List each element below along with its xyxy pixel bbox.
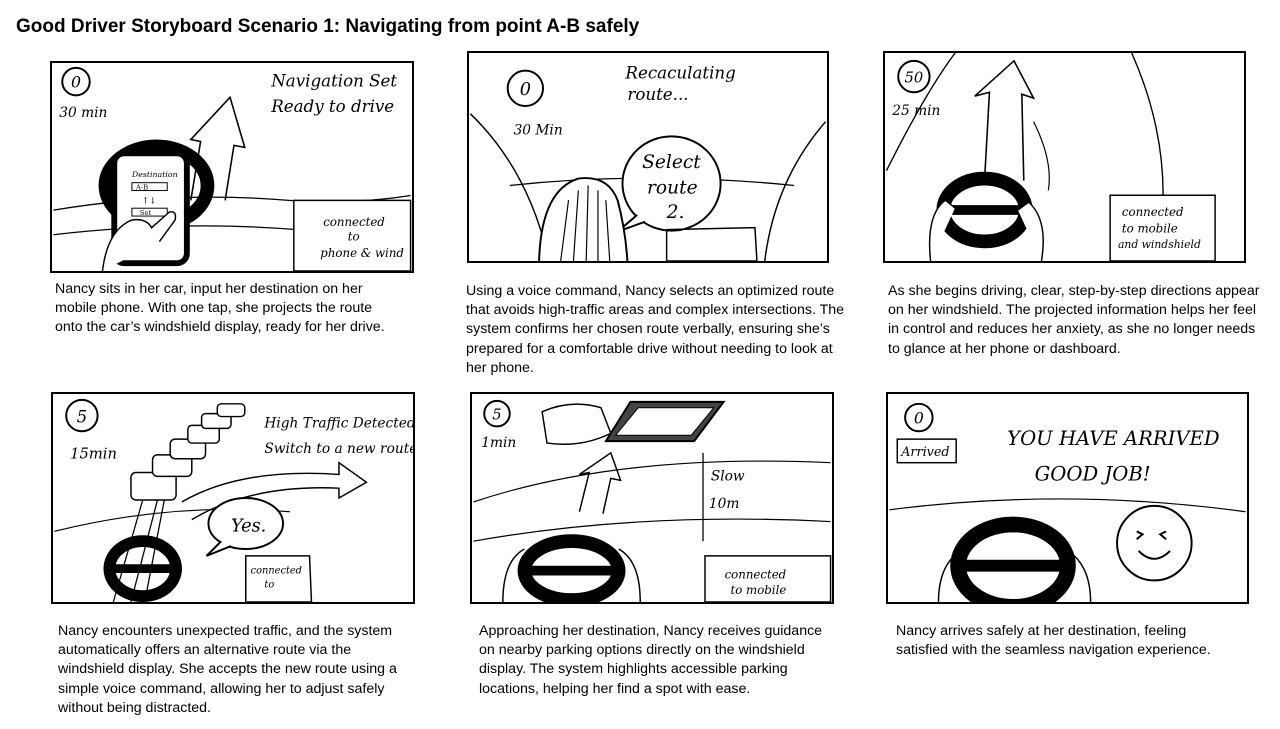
time-label: 1min — [481, 435, 516, 451]
panel-1-caption: Nancy sits in her car, input her destina… — [55, 281, 385, 336]
phone-set-button: Set — [140, 209, 152, 217]
panel-4-caption: Nancy encounters unexpected traffic, and… — [58, 623, 397, 716]
storyboard-panel-3: 50 25 min connected to mobile and windsh… — [883, 51, 1246, 263]
badge-number: 5 — [77, 407, 88, 426]
connection-status-box — [704, 555, 832, 602]
panel-6-caption: Nancy arrives safely at her destination,… — [896, 623, 1211, 659]
badge-circle — [65, 398, 99, 433]
panel-4-sketch: 5 15min High Traffic Detected Switch to … — [54, 398, 413, 602]
hud-note-line-2: GOOD JOB! — [1035, 462, 1151, 485]
route-arrow-icon — [974, 59, 1036, 181]
route-arrow-icon — [578, 451, 622, 514]
connection-status-box — [293, 199, 412, 271]
hud-note-line-1: High Traffic Detected — [263, 415, 413, 431]
phone-route-text: A-B — [135, 184, 148, 192]
time-label: Arrived — [900, 445, 949, 460]
badge-circle — [61, 66, 91, 97]
panel-2-sketch: 0 30 Min Recaculating route... Select ro… — [469, 64, 827, 261]
panel-5-sketch: 5 1min Slow 10m connected to mobile — [473, 399, 832, 602]
car-icon — [216, 403, 246, 418]
steering-wheel-icon — [103, 535, 182, 602]
phone-destination-label: Destination — [131, 170, 178, 179]
time-label: 25 min — [891, 103, 940, 119]
right-hand-icon — [1067, 550, 1092, 602]
panel-5-caption: Approaching her destination, Nancy recei… — [479, 623, 823, 697]
traffic-cars — [130, 403, 246, 501]
speed-sign-line-1: Slow — [711, 468, 745, 484]
connection-note-line-1: connected — [725, 567, 787, 581]
hud-note-line-1: YOU HAVE ARRIVED — [1007, 427, 1220, 450]
time-label: 15min — [70, 446, 117, 463]
smiley-face-icon — [1116, 504, 1193, 582]
driver-head-icon — [538, 177, 629, 261]
hud-note-line-1: Recaculating — [624, 64, 735, 83]
steering-wheel-icon — [950, 516, 1076, 602]
speed-sign-line-2: 10m — [709, 496, 739, 512]
time-label: 30 Min — [514, 122, 563, 138]
storyboard-panel-2: 0 30 Min Recaculating route... Select ro… — [467, 51, 829, 263]
phone-swap-icon: ↑↓ — [142, 196, 157, 206]
connection-note-line-3: phone & wind — [320, 246, 404, 260]
steering-wheel-icon — [517, 534, 626, 602]
connection-note-line-3: and windshield — [1118, 238, 1201, 251]
right-hand-icon — [1017, 201, 1044, 261]
speech-bubble — [621, 135, 722, 232]
hud-note-line-2: Switch to a new route ? — [264, 441, 413, 457]
connection-note-line-2: to — [348, 230, 360, 244]
storyboard-panel-5: 5 1min Slow 10m connected to mobile — [470, 392, 834, 604]
storyboard-panel-1: 0 30 min Navigation Set Ready to drive D… — [50, 61, 414, 273]
badge-circle — [897, 59, 931, 94]
panel-3-caption: As she begins driving, clear, step-by-st… — [888, 283, 1260, 357]
speech-line-2: route — [647, 177, 698, 198]
panel-2-caption: Using a voice command, Nancy selects an … — [466, 283, 845, 376]
connection-note-line-2: to mobile — [730, 583, 786, 597]
hud-note-line-2: Ready to drive — [270, 97, 394, 116]
connection-note-line-2: to mobile — [1122, 222, 1178, 236]
route-arrow-icon — [189, 95, 246, 201]
storyboard-panel-6: 0 Arrived YOU HAVE ARRIVED GOOD JOB! — [886, 392, 1249, 604]
connection-status-box — [1109, 194, 1216, 261]
badge-number: 5 — [492, 407, 501, 424]
connection-note-line-2: to — [264, 579, 274, 590]
arrived-label-box — [896, 438, 957, 464]
connection-note-line-1: connected — [251, 566, 302, 577]
speech-text: Yes. — [231, 516, 266, 536]
hand-icon — [101, 211, 177, 271]
left-hand-icon — [928, 199, 956, 261]
panel-1-sketch: 0 30 min Navigation Set Ready to drive D… — [53, 66, 412, 271]
badge-number: 50 — [905, 69, 924, 86]
badge-number: 0 — [71, 73, 81, 92]
hud-note-line-1: Navigation Set — [270, 72, 397, 91]
badge-number: 0 — [520, 80, 531, 100]
storyboard-title: Good Driver Storyboard Scenario 1: Navig… — [16, 16, 640, 37]
connection-note-line-1: connected — [1122, 205, 1184, 219]
left-hand-icon — [502, 548, 525, 602]
badge-circle — [483, 399, 511, 428]
connection-status-box — [245, 555, 313, 602]
panel-6-sketch: 0 Arrived YOU HAVE ARRIVED GOOD JOB! — [889, 402, 1246, 602]
dashboard-screen — [665, 226, 758, 261]
hud-note-line-2: route... — [627, 85, 688, 104]
panel-3-sketch: 50 25 min connected to mobile and windsh… — [885, 53, 1216, 261]
storyboard-panel-4: 5 15min High Traffic Detected Switch to … — [51, 392, 415, 604]
speech-line-3: 2. — [666, 202, 685, 223]
time-label: 30 min — [59, 105, 107, 121]
left-hand-icon — [937, 550, 961, 602]
badge-number: 0 — [914, 408, 924, 427]
badge-circle — [904, 402, 934, 433]
right-hand-icon — [618, 548, 641, 602]
badge-circle — [506, 69, 544, 107]
speech-bubble — [207, 497, 285, 551]
car-icon — [541, 403, 612, 446]
connection-note-line-1: connected — [323, 215, 385, 229]
speech-line-1: Select — [642, 152, 701, 173]
